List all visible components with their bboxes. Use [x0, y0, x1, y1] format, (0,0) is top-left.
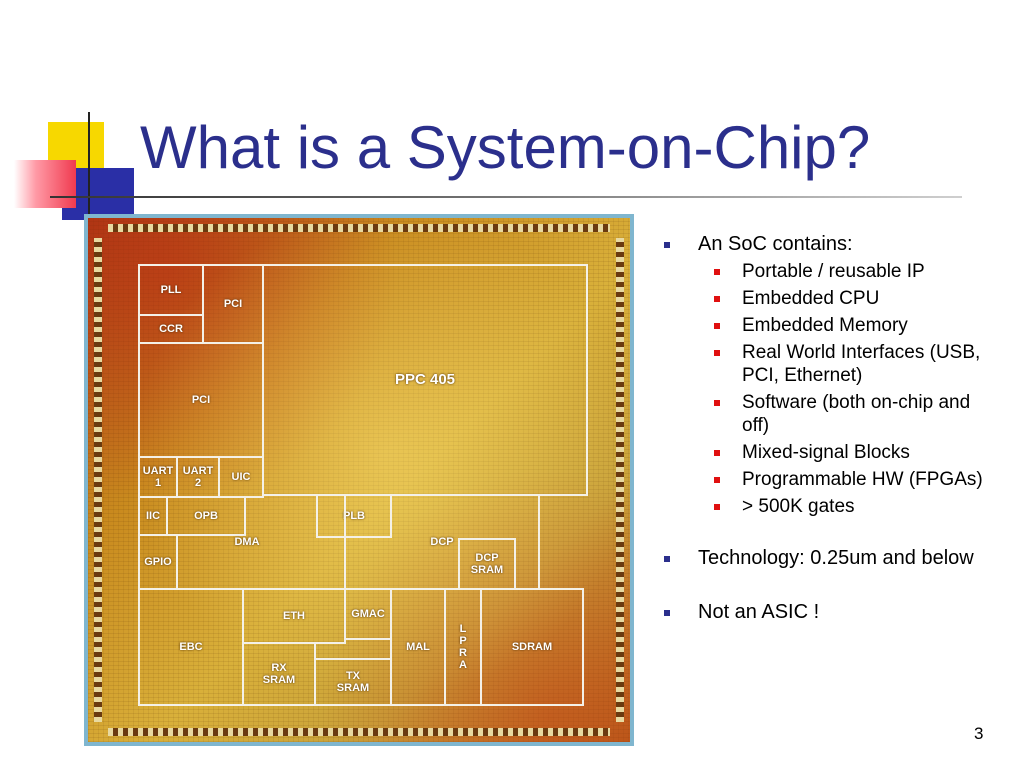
sub-bullet-text: > 500K gates [742, 496, 855, 517]
red-square-bullet-icon [714, 450, 720, 456]
sub-bullet-text: Real World Interfaces (USB, PCI, Etherne… [742, 342, 981, 386]
red-square-bullet-icon [714, 350, 720, 356]
sub-bullet-item: Programmable HW (FPGAs) [660, 468, 990, 491]
die-block-lpra: L P R A [444, 588, 482, 706]
blue-square-bullet-icon [664, 610, 670, 616]
sub-bullet-text: Portable / reusable IP [742, 261, 925, 282]
die-block-uic: UIC [218, 456, 264, 498]
bullet-text: An SoC contains: [698, 233, 853, 255]
die-block-ebc: EBC [138, 588, 244, 706]
io-pad-ring-left [94, 238, 102, 722]
vertical-deco-line [88, 112, 90, 224]
io-pad-ring-bottom [108, 728, 610, 736]
red-square-bullet-icon [714, 400, 720, 406]
sub-bullet-item: Software (both on-chip and off) [660, 391, 990, 437]
die-block-pci-small: PCI [202, 264, 264, 344]
chip-die-photo: PLL PCI CCR PPC 405 PCI UART 1 UART 2 UI… [88, 218, 630, 742]
die-block-ccr: CCR [138, 314, 204, 344]
red-square-bullet-icon [714, 296, 720, 302]
page-number: 3 [974, 724, 984, 743]
sub-bullet-text: Software (both on-chip and off) [742, 392, 971, 436]
die-block-dcp-sram: DCP SRAM [458, 538, 516, 590]
sub-bullet-item: Real World Interfaces (USB, PCI, Etherne… [660, 341, 990, 387]
die-block-tx-sram: TX SRAM [314, 658, 392, 706]
die-block-gmac: GMAC [344, 588, 392, 640]
bullet-item: Not an ASIC ! [660, 600, 990, 624]
sub-bullet-text: Embedded CPU [742, 288, 880, 309]
sub-bullet-item: Embedded Memory [660, 314, 990, 337]
die-block-sdram: SDRAM [480, 588, 584, 706]
die-block-eth: ETH [242, 588, 346, 644]
die-block-uart1: UART 1 [138, 456, 178, 498]
red-square-bullet-icon [714, 504, 720, 510]
red-square-bullet-icon [714, 323, 720, 329]
red-deco-square [14, 160, 76, 208]
slide-title: What is a System-on-Chip? [140, 114, 871, 181]
sub-bullet-item: Embedded CPU [660, 287, 990, 310]
bullet-item: An SoC contains: [660, 232, 990, 256]
bullet-item: Technology: 0.25um and below [660, 546, 990, 570]
sub-bullet-text: Mixed-signal Blocks [742, 442, 910, 463]
die-block-iic: IIC [138, 496, 168, 536]
die-block-pci-large: PCI [138, 342, 264, 458]
blue-square-bullet-icon [664, 556, 670, 562]
blue-square-bullet-icon [664, 242, 670, 248]
sub-bullet-text: Embedded Memory [742, 315, 908, 336]
io-pad-ring-right [616, 238, 624, 722]
die-block-dma: DMA [234, 536, 260, 548]
title-underline [50, 196, 962, 198]
sub-bullet-item: Mixed-signal Blocks [660, 441, 990, 464]
sub-bullet-text: Programmable HW (FPGAs) [742, 469, 983, 490]
bullet-text: Technology: 0.25um and below [698, 547, 974, 569]
die-block-gpio: GPIO [138, 534, 178, 590]
die-block-uart2: UART 2 [176, 456, 220, 498]
red-square-bullet-icon [714, 269, 720, 275]
sub-bullet-item: Portable / reusable IP [660, 260, 990, 283]
die-block-mal: MAL [390, 588, 446, 706]
die-block-pll: PLL [138, 264, 204, 316]
die-block-opb: OPB [166, 496, 246, 536]
sub-bullet-item: > 500K gates [660, 495, 990, 518]
bullet-text: Not an ASIC ! [698, 601, 820, 623]
bullet-list: An SoC contains: Portable / reusable IP … [660, 232, 990, 624]
die-block-rx-sram: RX SRAM [242, 642, 316, 706]
red-square-bullet-icon [714, 477, 720, 483]
die-photo-frame: PLL PCI CCR PPC 405 PCI UART 1 UART 2 UI… [84, 214, 634, 746]
io-pad-ring-top [108, 224, 610, 232]
die-block-ppc405: PPC 405 [262, 264, 588, 496]
